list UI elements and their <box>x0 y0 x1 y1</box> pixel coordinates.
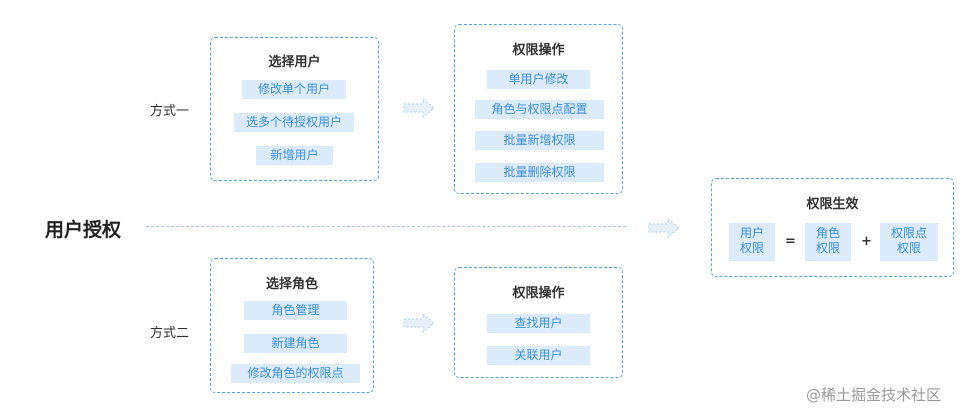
result-term-user: 用户 权限 <box>729 223 775 261</box>
result-term-role-line1: 角色 <box>815 226 840 240</box>
result-term-user-line2: 权限 <box>739 241 764 255</box>
main-connector-line <box>146 226 626 227</box>
method1-ops-title: 权限操作 <box>512 43 565 58</box>
method2-ops-box: 权限操作 查找用户 关联用户 <box>454 267 623 378</box>
method1-ops-item-3: 批量新增权限 <box>475 131 604 150</box>
method1-ops-item-2: 角色与权限点配置 <box>475 100 604 119</box>
result-term-role: 角色 权限 <box>805 223 851 261</box>
method2-arrow-icon <box>403 313 435 333</box>
method2-label: 方式二 <box>150 326 190 341</box>
result-term-permission-point-line1: 权限点 <box>890 226 927 240</box>
method1-arrow-icon <box>403 98 435 118</box>
result-term-permission-point-line2: 权限 <box>896 241 921 255</box>
method1-select-title: 选择用户 <box>268 55 321 70</box>
method2-select-item-3: 修改角色的权限点 <box>231 364 360 383</box>
method1-ops-item-4: 批量删除权限 <box>475 163 604 182</box>
method1-label: 方式一 <box>150 104 190 119</box>
method2-select-item-2: 新建角色 <box>244 334 347 353</box>
result-term-role-line2: 权限 <box>815 241 840 255</box>
result-arrow-icon <box>648 218 680 238</box>
main-label: 用户授权 <box>45 219 122 241</box>
method2-select-title: 选择角色 <box>265 277 318 292</box>
watermark: @稀土掘金技术社区 <box>806 386 942 404</box>
method1-select-item-2: 选多个待授权用户 <box>234 113 354 132</box>
result-plus: + <box>861 234 872 249</box>
result-term-permission-point: 权限点 权限 <box>880 223 938 261</box>
method1-select-item-3: 新增用户 <box>256 146 333 165</box>
method1-select-item-1: 修改单个用户 <box>242 80 346 99</box>
result-equals: = <box>785 234 796 249</box>
result-box: 权限生效 用户 权限 = 角色 权限 + 权限点 权限 <box>711 178 954 277</box>
result-term-user-line1: 用户 <box>739 226 764 240</box>
method2-ops-item-1: 查找用户 <box>487 314 590 333</box>
method2-select-box: 选择角色 角色管理 新建角色 修改角色的权限点 <box>210 258 374 393</box>
method1-ops-box: 权限操作 单用户修改 角色与权限点配置 批量新增权限 批量删除权限 <box>454 24 623 194</box>
method2-select-item-1: 角色管理 <box>244 301 347 320</box>
method1-ops-item-1: 单用户修改 <box>487 70 590 89</box>
method1-select-box: 选择用户 修改单个用户 选多个待授权用户 新增用户 <box>210 37 379 181</box>
method2-ops-title: 权限操作 <box>512 286 565 301</box>
result-title: 权限生效 <box>806 197 859 212</box>
method2-ops-item-2: 关联用户 <box>487 346 590 365</box>
